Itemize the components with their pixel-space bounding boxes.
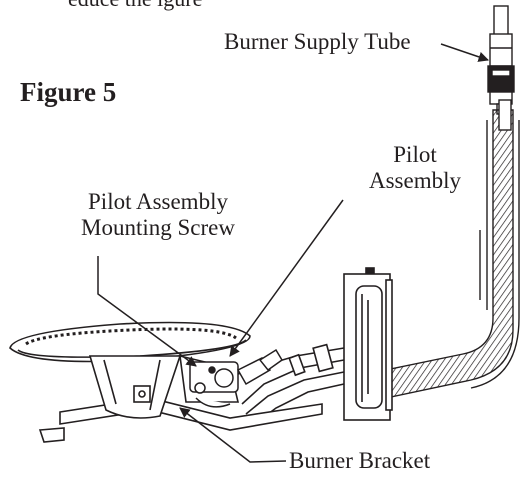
- burner-bracket-plate: [38, 397, 323, 443]
- label-screw-line1: Pilot Assembly: [88, 189, 228, 214]
- label-pilot-line1: Pilot: [393, 142, 437, 167]
- coiled-conduit: [385, 99, 520, 399]
- pilot-assembly: [189, 348, 283, 408]
- label-burner-bracket: Burner Bracket: [289, 448, 431, 473]
- leader-lines: [97, 43, 489, 463]
- pilot-tubing: [237, 343, 345, 421]
- supply-tube-fitting: [487, 5, 515, 115]
- cropped-text-fragment: educe the igure: [68, 0, 202, 12]
- label-pilot-assembly: Pilot Assembly: [345, 142, 485, 194]
- figure-title: Figure 5: [20, 77, 117, 107]
- label-pilot-line2: Assembly: [369, 168, 461, 193]
- label-screw-line2: Mounting Screw: [81, 215, 235, 240]
- label-burner-supply-tube: Burner Supply Tube: [224, 29, 411, 54]
- mounting-panel: [343, 267, 393, 421]
- label-pilot-assembly-mounting-screw: Pilot Assembly Mounting Screw: [60, 189, 256, 241]
